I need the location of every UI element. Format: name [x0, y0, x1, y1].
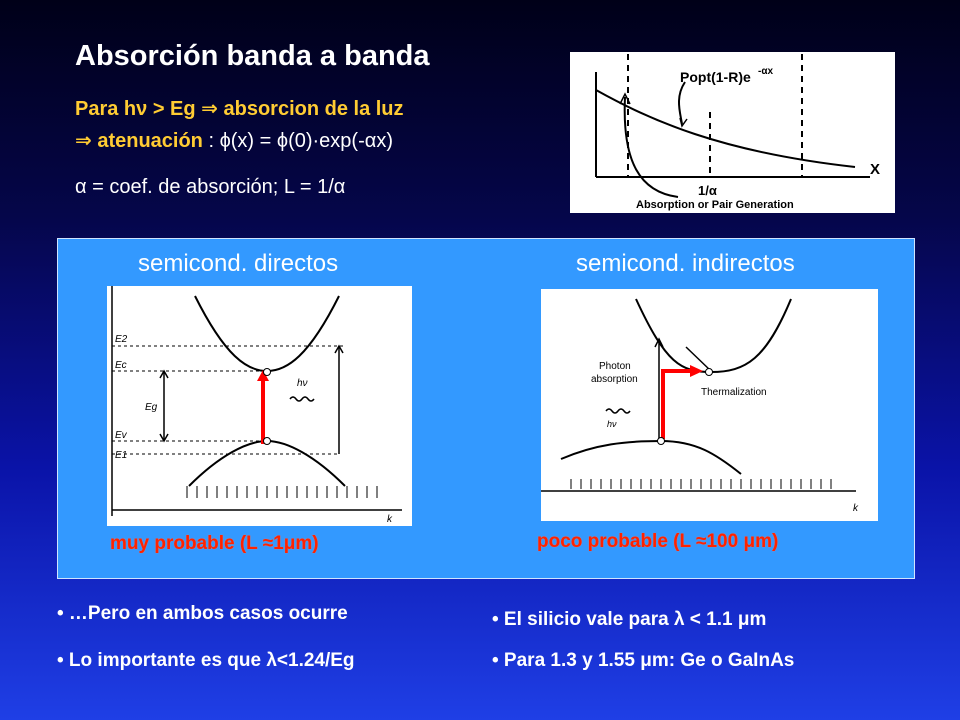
absorption-decay-figure: Popt(1-R)e -αx 1/α X Absorption or Pair …	[570, 52, 895, 213]
ev-label: Ev	[115, 430, 128, 441]
photon-energy-label-indirect: hν	[607, 419, 617, 429]
e2-label: E2	[115, 334, 128, 345]
indirect-band-diagram: Photon absorption hν Thermalization k	[541, 289, 878, 521]
absorption-label: absorption	[591, 374, 638, 385]
k-axis-label-indirect: k	[853, 503, 859, 514]
indirect-probability-caption: poco probable (L ≈100 μm)	[537, 531, 779, 552]
ec-label: Ec	[115, 360, 127, 371]
eg-label: Eg	[145, 402, 158, 413]
attenuation-formula: : ϕ(x) = ϕ(0)·exp(-αx)	[208, 130, 393, 152]
decay-formula-exponent: -αx	[758, 66, 773, 77]
decay-formula: Popt(1-R)e	[680, 69, 751, 85]
indirect-heading: semicond. indirectos	[576, 250, 795, 277]
bullet-ge-gainas: • Para 1.3 y 1.55 μm: Ge o GaInAs	[492, 650, 795, 671]
indirect-transition-arrow	[661, 369, 694, 439]
direct-band-diagram: E2 Ec Eg Ev E1 hν k	[107, 286, 412, 526]
bullet-silicon: • El silicio vale para λ < 1.1 μm	[492, 609, 767, 630]
photon-label: Photon	[599, 361, 631, 372]
slide-title: Absorción banda a banda	[75, 40, 430, 72]
k-axis-label: k	[387, 514, 393, 525]
intro-definition: α = coef. de absorción; L = 1/α	[75, 176, 346, 198]
inverse-alpha-label: 1/α	[698, 183, 717, 198]
attenuation-keyword: ⇒ atenuación	[75, 130, 203, 152]
photon-energy-label: hν	[297, 378, 308, 389]
pair-generation-label: Absorption or Pair Generation	[636, 199, 794, 211]
intro-attenuation: ⇒ atenuación : ϕ(x) = ϕ(0)·exp(-αx)	[75, 128, 393, 153]
bullet-wavelength-condition: • Lo importante es que λ<1.24/Eg	[57, 650, 355, 671]
direct-heading: semicond. directos	[138, 250, 339, 277]
intro-condition: Para hν > Eg ⇒ absorcion de la luz	[75, 98, 404, 120]
x-axis-label: X	[870, 161, 880, 178]
e1-label: E1	[115, 450, 127, 461]
bullet-both-cases: • …Pero en ambos casos ocurre	[57, 603, 348, 624]
direct-probability-caption: muy probable (L ≈1μm)	[110, 533, 319, 554]
thermalization-label: Thermalization	[701, 387, 767, 398]
